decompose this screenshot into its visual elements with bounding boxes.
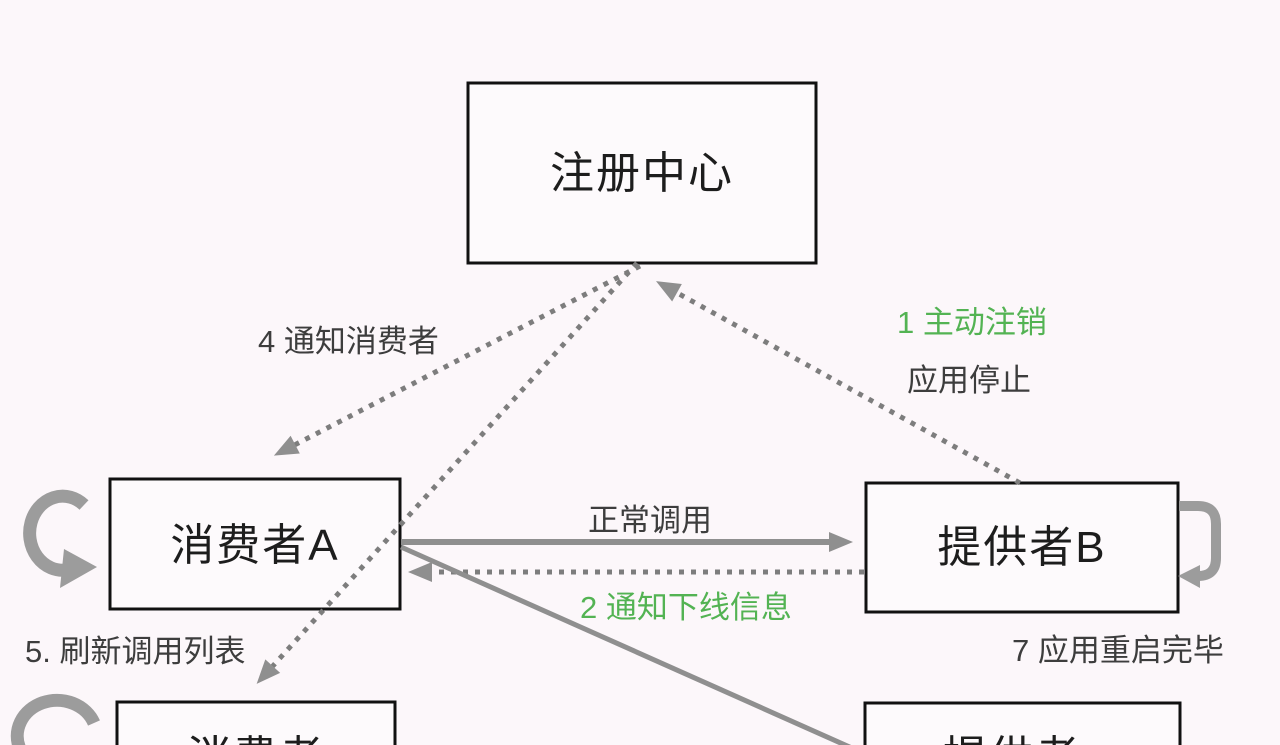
step5-label: 5. 刷新调用列表 <box>25 634 245 669</box>
edge-provider-b-to-registry <box>656 281 1022 486</box>
edge-registry-to-consumer-a <box>273 263 642 456</box>
provider-bottom-label: 提供者 <box>943 733 1081 745</box>
refresh-arrow-icon <box>23 489 97 588</box>
step1-label: 1 主动注销 <box>897 305 1047 340</box>
provider-bottom-box <box>863 701 1182 745</box>
provider-b-label: 提供者B <box>937 523 1106 572</box>
consumer-a-label: 消费者A <box>170 521 339 570</box>
consumer-bottom-box <box>115 700 397 745</box>
step4-label: 4 通知消费者 <box>258 324 439 359</box>
refresh-arrow-partial-icon <box>10 693 100 745</box>
app-stop-label: 应用停止 <box>907 363 1031 398</box>
edge-consumer-a-to-provider-bottom <box>399 544 852 745</box>
step2-label: 2 通知下线信息 <box>580 590 792 625</box>
normal-call-label: 正常调用 <box>588 503 712 538</box>
provider-b-box <box>864 481 1180 614</box>
registry-box <box>466 81 818 265</box>
edge-registry-to-consumer-bottom <box>256 261 639 684</box>
restart-loop-icon <box>1178 501 1221 588</box>
consumer-bottom-label: 消费者 <box>187 733 325 745</box>
consumer-a-box <box>108 477 402 611</box>
registry-label: 注册中心 <box>550 149 734 198</box>
step7-label: 7 应用重启完毕 <box>1012 633 1224 668</box>
